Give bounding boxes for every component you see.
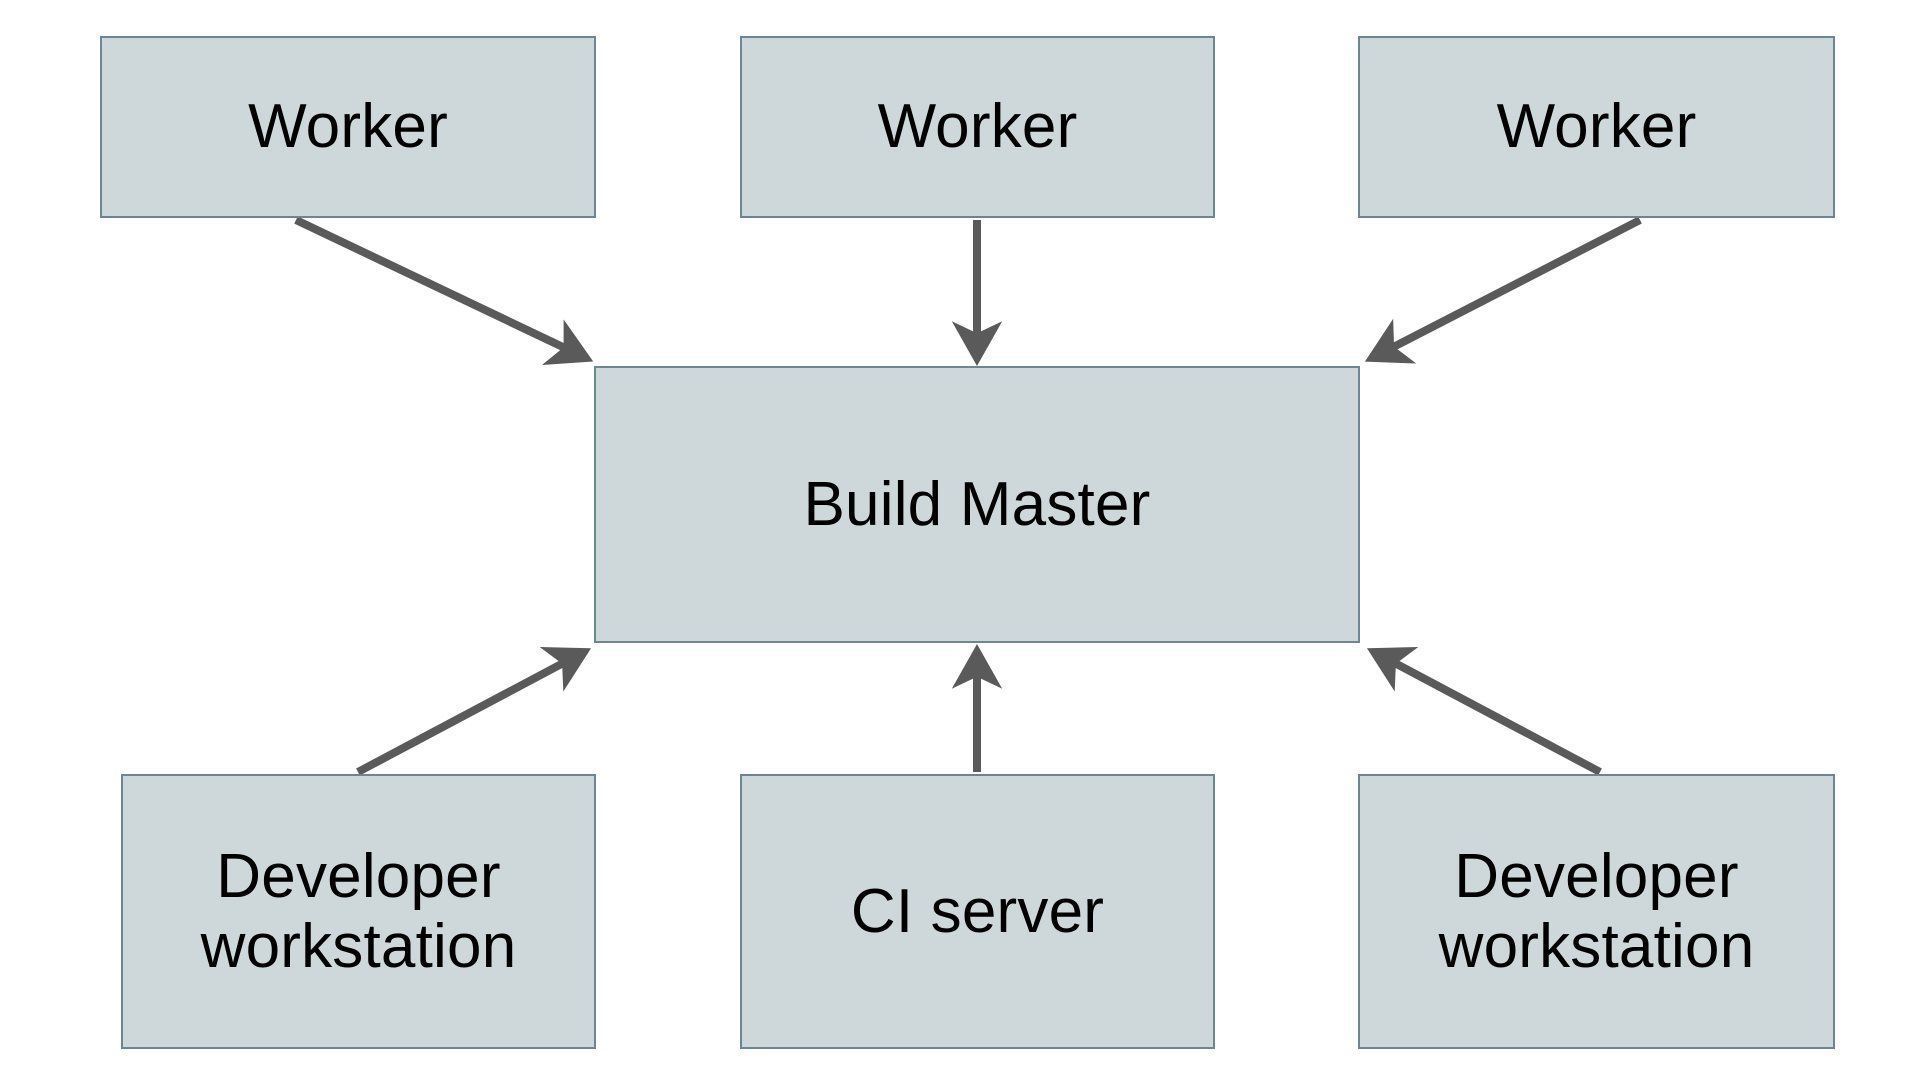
- node-label: Worker: [877, 92, 1078, 162]
- node-worker-left[interactable]: Worker: [100, 36, 596, 218]
- node-label: Developer workstation: [200, 842, 517, 981]
- node-label: Worker: [1496, 92, 1697, 162]
- node-developer-workstation-left[interactable]: Developer workstation: [121, 774, 596, 1049]
- edge-worker-right-to-master: [1364, 216, 1642, 364]
- edge-dev-right-to-master: [1366, 647, 1602, 776]
- node-worker-right[interactable]: Worker: [1358, 36, 1835, 218]
- node-build-master[interactable]: Build Master: [594, 366, 1360, 643]
- node-label: Developer workstation: [1438, 842, 1755, 981]
- node-worker-center[interactable]: Worker: [740, 36, 1215, 218]
- node-label: CI server: [850, 876, 1105, 946]
- node-label: Worker: [248, 92, 448, 162]
- node-label: Build Master: [803, 469, 1151, 539]
- edge-worker-left-to-master: [294, 216, 594, 365]
- node-developer-workstation-right[interactable]: Developer workstation: [1358, 774, 1835, 1049]
- node-ci-server[interactable]: CI server: [740, 774, 1215, 1049]
- edge-dev-left-to-master: [356, 647, 592, 776]
